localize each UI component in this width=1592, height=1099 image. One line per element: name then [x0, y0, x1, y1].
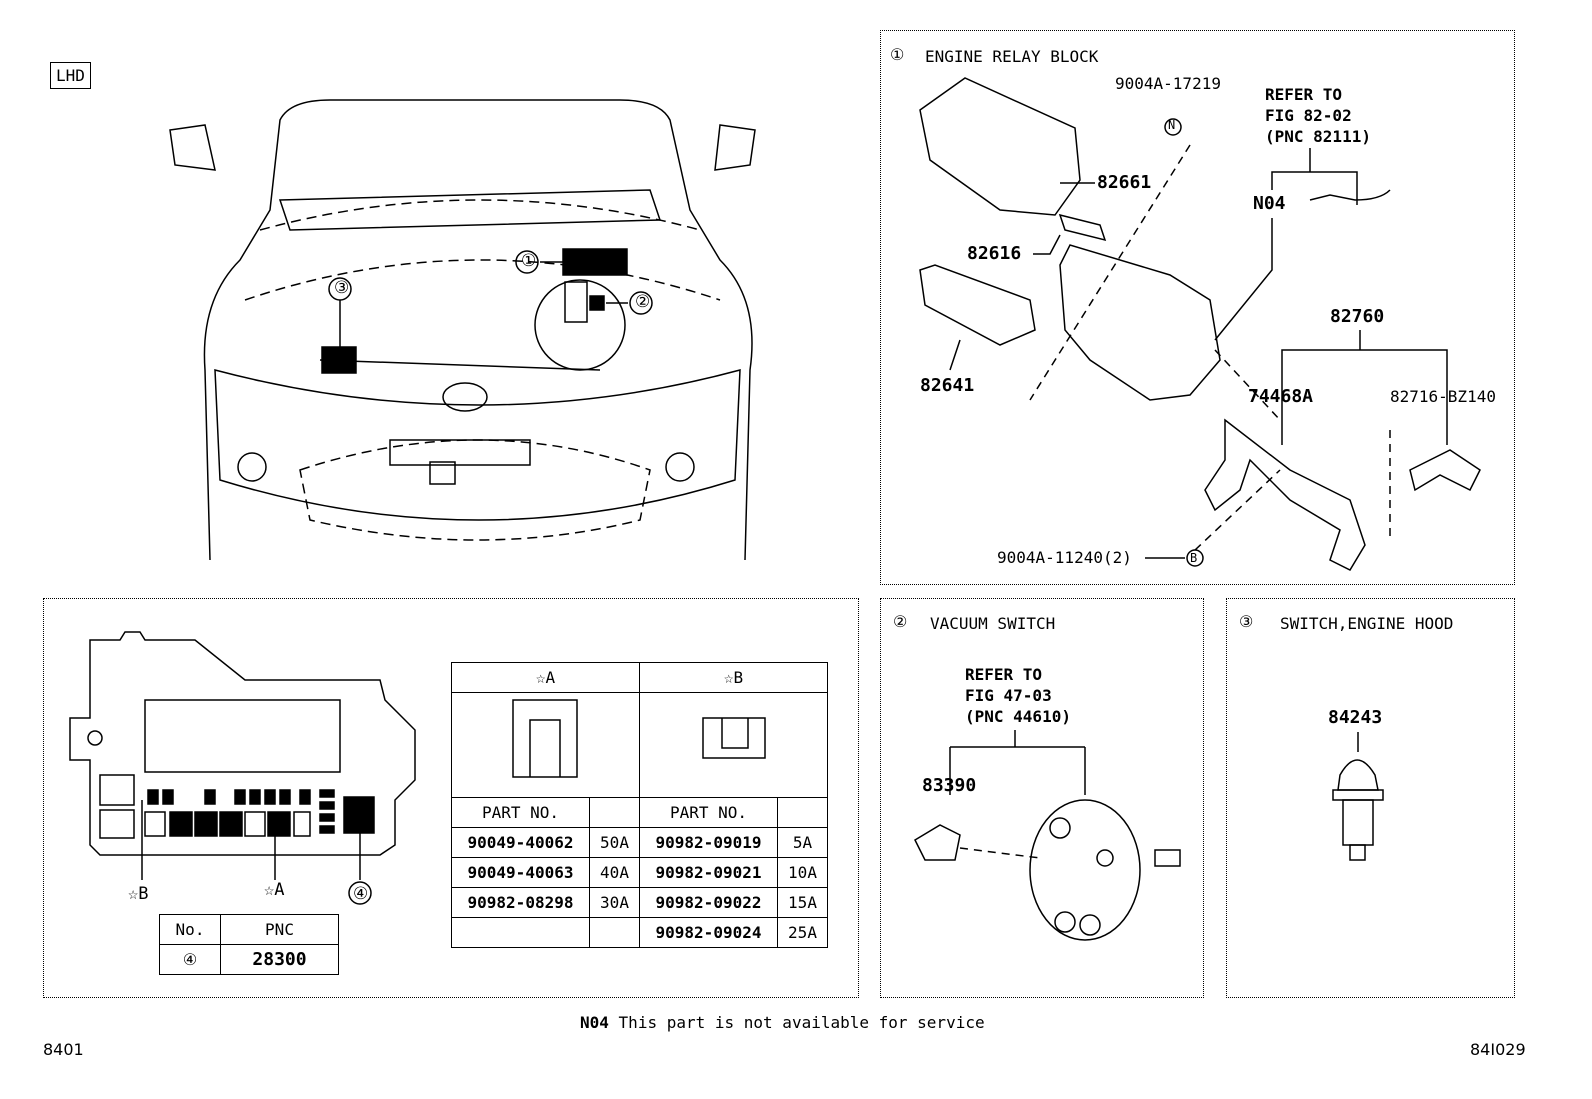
refer-line: REFER TO: [1265, 85, 1343, 104]
part-no[interactable]: 90982-09024: [639, 917, 778, 948]
figure-id-left: 8401: [43, 1040, 84, 1059]
engine-relay-block-panel: [880, 30, 1515, 585]
section-number: ③: [1239, 612, 1254, 631]
refer-line: (PNC 44610): [965, 707, 1071, 726]
star-b-label: ☆B: [128, 884, 149, 904]
symbol-b: B: [1190, 551, 1198, 565]
part-82641[interactable]: 82641: [920, 375, 975, 396]
header-pnc: PNC: [220, 914, 339, 945]
star-a-label: ☆A: [264, 880, 285, 900]
brake-booster-illustration: [914, 730, 1181, 941]
amperage: 25A: [777, 917, 828, 948]
vacuum-switch-panel: [880, 598, 1204, 998]
refer-note: REFER TO FIG 82-02 (PNC 82111): [1265, 84, 1371, 147]
row-pnc[interactable]: 28300: [220, 944, 339, 975]
group-b-header: ☆B: [639, 662, 828, 693]
callout-3: ③: [334, 278, 350, 298]
section-number: ①: [890, 45, 905, 64]
part-82716-BZ140[interactable]: 82716-BZ140: [1390, 387, 1496, 406]
part-no-header: PART NO.: [639, 797, 778, 828]
relay-block-location-marker: [562, 248, 628, 276]
refer-line[interactable]: FIG 82-02: [1265, 106, 1352, 125]
row-no: ④: [159, 944, 221, 975]
section-title: ENGINE RELAY BLOCK: [925, 47, 1099, 66]
part-9004A-17219[interactable]: 9004A-17219: [1115, 74, 1221, 93]
amperage: 10A: [777, 857, 828, 888]
group-a-header: ☆A: [451, 662, 640, 693]
hood-switch-location-marker: [321, 346, 357, 374]
amperage: 5A: [777, 827, 828, 858]
section-title: SWITCH,ENGINE HOOD: [1280, 614, 1454, 633]
callout-4: ④: [353, 884, 369, 904]
part-no[interactable]: 90982-09021: [639, 857, 778, 888]
figure-id-right: 84I029: [1470, 1040, 1526, 1059]
part-82616[interactable]: 82616: [967, 243, 1022, 264]
part-N04[interactable]: N04: [1253, 193, 1286, 214]
part-74468A[interactable]: 74468A: [1248, 386, 1314, 407]
amperage: 15A: [777, 887, 828, 918]
callout-1: ①: [521, 251, 537, 271]
amperage: [589, 917, 640, 948]
part-84243[interactable]: 84243: [1328, 707, 1383, 728]
car-front-illustration: [169, 99, 756, 561]
refer-note: REFER TO FIG 47-03 (PNC 44610): [965, 664, 1071, 727]
fuse-block-illustration: [69, 631, 416, 905]
symbol-n: N: [1168, 118, 1176, 132]
section-title: VACUUM SWITCH: [930, 614, 1056, 633]
amperage: 40A: [589, 857, 640, 888]
callout-2: ②: [635, 292, 651, 312]
section-number: ②: [893, 612, 908, 631]
footer-code: N04: [580, 1013, 609, 1032]
hood-switch-panel: [1226, 598, 1515, 998]
part-no[interactable]: 90049-40063: [451, 857, 590, 888]
part-no[interactable]: 90982-08298: [451, 887, 590, 918]
refer-line: (PNC 82111): [1265, 127, 1371, 146]
part-9004A-11240[interactable]: 9004A-11240(2): [997, 548, 1132, 567]
amperage: 30A: [589, 887, 640, 918]
part-no[interactable]: 90982-09019: [639, 827, 778, 858]
part-83390[interactable]: 83390: [922, 775, 977, 796]
part-no-header: PART NO.: [451, 797, 590, 828]
header-no: No.: [159, 914, 221, 945]
vacuum-switch-location-marker: [589, 295, 605, 311]
refer-line: REFER TO: [965, 665, 1043, 684]
hood-switch-illustration: [1332, 732, 1384, 861]
part-no[interactable]: 90049-40062: [451, 827, 590, 858]
footer-note: N04 This part is not available for servi…: [580, 1013, 985, 1032]
fuse-block-panel: [43, 598, 859, 998]
relay-block-exploded-view: [919, 77, 1481, 571]
part-no[interactable]: 90982-09022: [639, 887, 778, 918]
amperage: 50A: [589, 827, 640, 858]
variant-tag: LHD: [50, 62, 91, 89]
part-82760[interactable]: 82760: [1330, 306, 1385, 327]
part-no: [451, 917, 590, 948]
part-82661[interactable]: 82661: [1097, 172, 1152, 193]
refer-line[interactable]: FIG 47-03: [965, 686, 1052, 705]
footer-text: This part is not available for service: [618, 1013, 985, 1032]
